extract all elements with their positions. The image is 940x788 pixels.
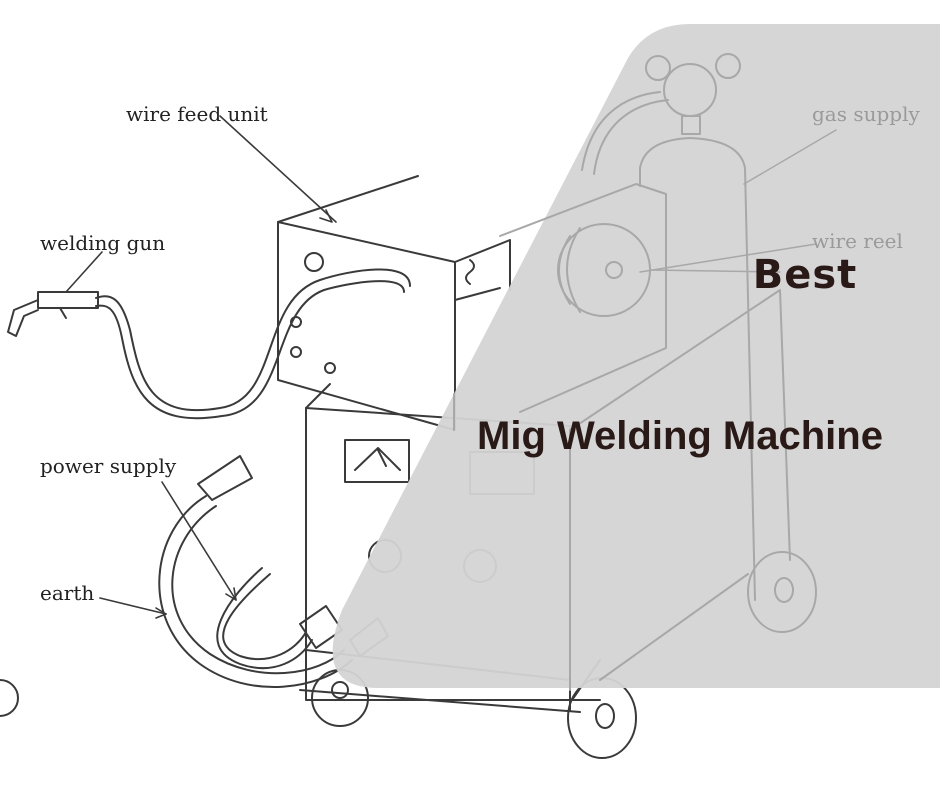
label-welding-gun: welding gun [40, 231, 165, 255]
label-wire-feed-unit: wire feed unit [126, 102, 268, 126]
edge-mark [0, 679, 19, 717]
label-gas-supply: gas supply [812, 102, 920, 126]
label-wire-reel: wire reel [812, 229, 903, 253]
gas-cylinder [581, 53, 756, 601]
headline-best: Best [752, 252, 858, 298]
label-earth: earth [40, 581, 94, 605]
faint-drawing [453, 53, 837, 691]
headline-title: Mig Welding Machine [477, 414, 883, 458]
trolley-frame [453, 289, 817, 691]
label-power-supply: power supply [40, 454, 177, 478]
machine-drawing [7, 115, 637, 759]
welding-gun-cable [7, 268, 411, 420]
leader-lines [65, 115, 337, 619]
